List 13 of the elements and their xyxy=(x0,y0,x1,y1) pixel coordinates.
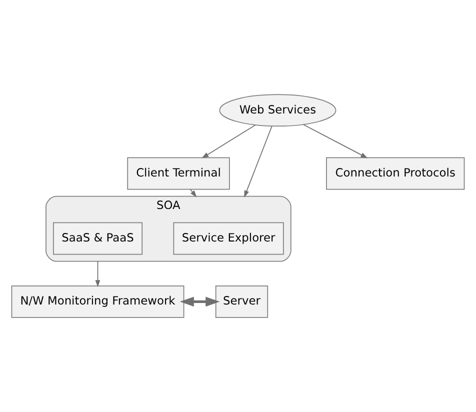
node-box: SaaS & PaaS xyxy=(53,222,143,255)
arrow xyxy=(190,188,197,198)
node-box: N/W Monitoring Framework xyxy=(11,285,184,318)
node-ellipse: Web Services xyxy=(219,94,336,127)
node-box: Service Explorer xyxy=(173,222,284,255)
node-box: Client Terminal xyxy=(127,157,230,190)
arrow xyxy=(302,124,368,158)
arrow xyxy=(244,126,272,198)
arrow xyxy=(180,296,220,307)
node-box: Server xyxy=(215,285,268,318)
node-box: Connection Protocols xyxy=(326,157,465,190)
arrow xyxy=(95,260,100,288)
arrow xyxy=(202,124,256,158)
